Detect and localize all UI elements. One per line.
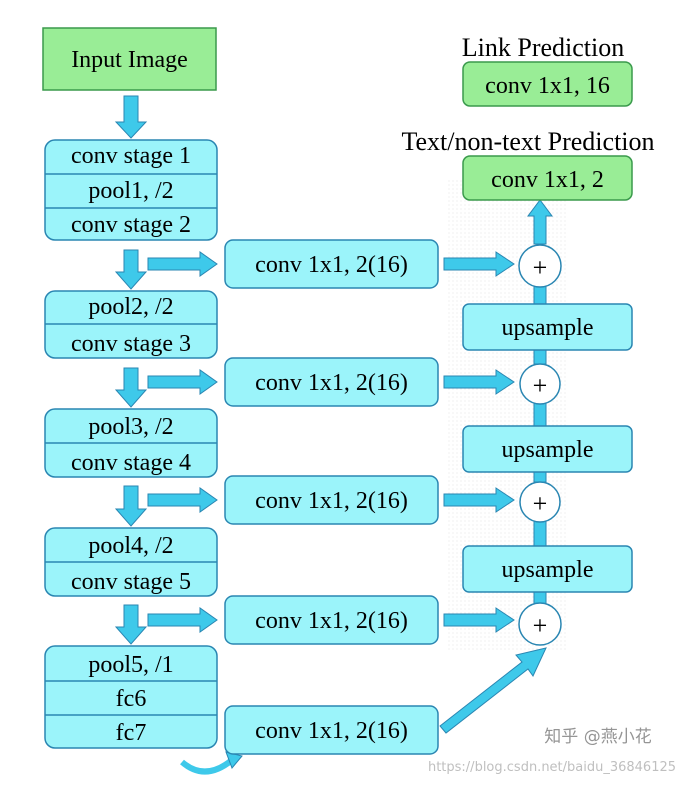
backbone-block-5: pool5, /1 fc6 fc7	[44, 645, 218, 749]
arrow-to-plus-3	[443, 487, 515, 513]
connector-plus3-upsample3	[533, 519, 547, 547]
pool4-label: pool4, /2	[88, 533, 173, 559]
link-prediction-conv-box	[462, 61, 633, 107]
input-image-label: Input Image	[71, 47, 188, 73]
down-arrow-2	[114, 249, 148, 290]
backbone-block-3: pool3, /2 conv stage 4	[44, 408, 218, 478]
side-conv-label-5: conv 1x1, 2(16)	[255, 718, 408, 744]
side-conv-box-4	[224, 595, 439, 645]
side-conv-label-2: conv 1x1, 2(16)	[255, 370, 408, 396]
plus-symbol-1: +	[533, 253, 548, 282]
upsample-box-2	[462, 425, 633, 473]
down-arrow-5	[114, 604, 148, 645]
connector-upsample1-plus2	[533, 349, 547, 365]
connector-upsample2-plus3	[533, 471, 547, 483]
right-arrow-to-side-conv-4	[147, 607, 218, 633]
connector-plus2-upsample2	[533, 401, 547, 427]
conv-stage-4-label: conv stage 4	[71, 450, 191, 476]
curved-arrow-fc7	[180, 757, 234, 775]
plus-symbol-3: +	[533, 489, 548, 518]
upsample-box-3	[462, 545, 633, 593]
input-image-box	[42, 27, 217, 91]
pool2-label: pool2, /2	[88, 294, 173, 320]
text-prediction-title: Text/non-text Prediction	[401, 127, 654, 156]
side-conv-box-1	[224, 239, 439, 289]
plus-node-2	[519, 363, 561, 405]
right-arrow-to-side-conv-2	[147, 369, 218, 395]
watermark-author: 知乎 @燕小花	[544, 727, 651, 747]
conv-stage-2-label: conv stage 2	[71, 212, 191, 238]
conv-stage-5-label: conv stage 5	[71, 569, 191, 595]
side-conv-box-2	[224, 357, 439, 407]
link-prediction-title: Link Prediction	[462, 33, 624, 62]
conv-stage-1-label: conv stage 1	[71, 143, 191, 169]
fc6-label: fc6	[116, 686, 147, 712]
side-conv-label-1: conv 1x1, 2(16)	[255, 252, 408, 278]
arrow-to-plus-4	[443, 607, 515, 633]
up-arrow-to-text-prediction	[527, 199, 553, 245]
plus-node-1	[518, 244, 562, 288]
down-arrow-3	[114, 367, 148, 408]
arrow-to-plus-1	[443, 251, 515, 277]
upsample-label-1: upsample	[502, 315, 594, 341]
side-conv-box-3	[224, 475, 439, 525]
backbone-block-1: conv stage 1 pool1, /2 conv stage 2	[44, 139, 218, 241]
pool5-label: pool5, /1	[88, 652, 173, 678]
right-arrow-to-side-conv-3	[147, 487, 218, 513]
conv-stage-3-label: conv stage 3	[71, 331, 191, 357]
upsample-box-1	[462, 303, 633, 351]
right-arrow-to-side-conv-1	[147, 251, 218, 277]
text-prediction-conv-box	[462, 155, 633, 201]
text-prediction-conv-label: conv 1x1, 2	[491, 167, 604, 193]
plus-node-4	[518, 602, 562, 646]
down-arrow-1	[114, 95, 148, 139]
diagonal-arrow-to-plus	[439, 647, 547, 734]
arrow-to-plus-2	[443, 369, 515, 395]
side-conv-box-5	[224, 705, 439, 755]
side-conv-label-3: conv 1x1, 2(16)	[255, 488, 408, 514]
watermark-url: https://blog.csdn.net/baidu_36846125	[428, 760, 676, 775]
backbone-block-4: pool4, /2 conv stage 5	[44, 527, 218, 597]
pool1-label: pool1, /2	[88, 178, 173, 204]
plus-node-3	[519, 481, 561, 523]
plus-symbol-2: +	[533, 371, 548, 400]
fc7-label: fc7	[116, 720, 147, 746]
plus-symbol-4: +	[533, 611, 548, 640]
backbone-block-2: pool2, /2 conv stage 3	[44, 290, 218, 359]
link-prediction-conv-label: conv 1x1, 16	[485, 73, 610, 99]
pool3-label: pool3, /2	[88, 414, 173, 440]
upsample-label-3: upsample	[502, 557, 594, 583]
side-conv-label-4: conv 1x1, 2(16)	[255, 608, 408, 634]
upsample-label-2: upsample	[502, 437, 594, 463]
down-arrow-4	[114, 485, 148, 527]
